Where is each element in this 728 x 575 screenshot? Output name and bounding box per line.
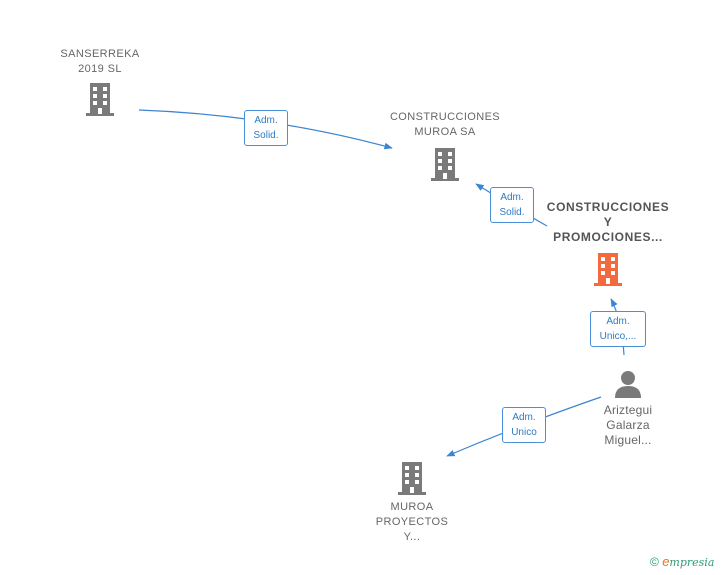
copyright-symbol: © — [650, 555, 659, 569]
edge-label-ariztegui-promociones[interactable]: Adm. Unico,... — [590, 311, 646, 347]
brand-initial: e — [662, 554, 670, 569]
node-muroa-proyectos[interactable]: MUROA PROYECTOS Y... — [362, 460, 462, 545]
node-construcciones-muroa[interactable]: CONSTRUCCIONES MUROA SA — [385, 110, 505, 182]
footer-brand: © empresia — [650, 554, 714, 569]
node-label-construcciones-promociones: CONSTRUCCIONES Y PROMOCIONES... — [546, 200, 670, 244]
node-label-ariztegui: Ariztegui Galarza Miguel... — [603, 403, 653, 447]
edge-label-promociones[interactable]: Adm. Solid. — [490, 187, 534, 223]
building-icon — [594, 253, 622, 286]
node-label-muroa-proyectos: MUROA PROYECTOS Y... — [375, 501, 449, 543]
brand-name: mpresia — [669, 556, 715, 569]
node-label-sanserreka: SANSERREKA 2019 SL — [60, 48, 140, 75]
person-icon — [615, 371, 641, 398]
building-icon — [431, 148, 459, 181]
edge-label-sanserreka[interactable]: Adm. Solid. — [244, 110, 288, 146]
node-construcciones-promociones[interactable]: CONSTRUCCIONES Y PROMOCIONES... — [538, 200, 678, 287]
node-ariztegui[interactable]: Ariztegui Galarza Miguel... — [588, 369, 668, 448]
node-label-construcciones-muroa: CONSTRUCCIONES MUROA SA — [389, 111, 501, 138]
building-icon — [398, 462, 426, 495]
edge-label-ariztegui-muroa-proyectos[interactable]: Adm. Unico — [502, 407, 546, 443]
building-icon — [86, 83, 114, 116]
node-sanserreka[interactable]: SANSERREKA 2019 SL — [50, 47, 150, 117]
